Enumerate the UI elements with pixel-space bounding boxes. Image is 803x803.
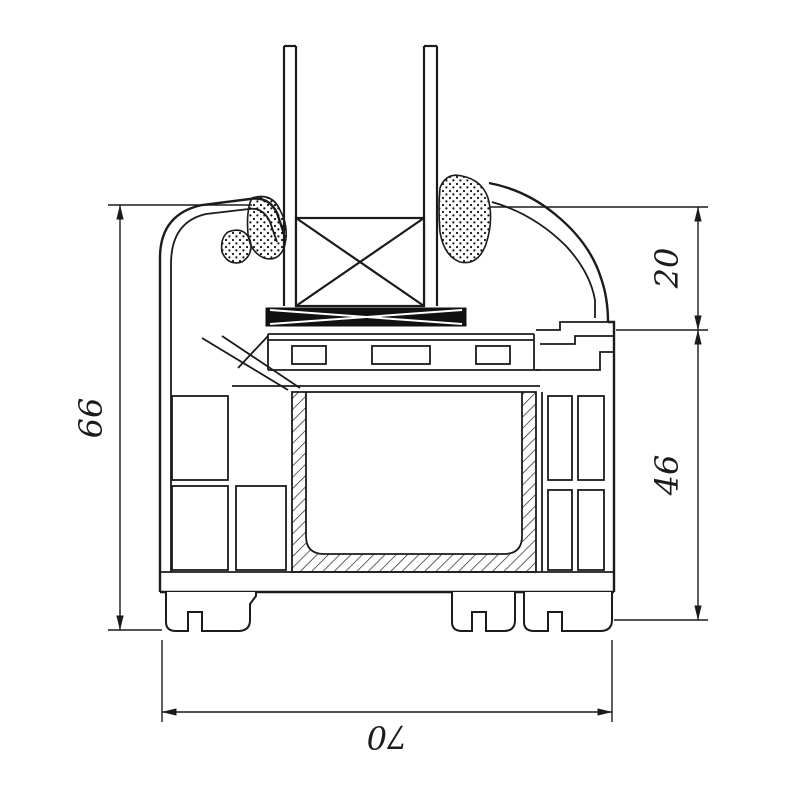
left-inner-gasket [220,229,252,264]
left-gasket [246,195,288,260]
setting-block [265,307,467,327]
glazing-spacer-cross [294,216,426,308]
dimension-bottom-70 [161,640,613,722]
dimension-right-46 [614,329,708,621]
right-foot [523,592,613,632]
glazing-bead [237,333,540,371]
dim-label-46: 46 [648,455,686,497]
reinforcement-chamber [291,391,537,573]
dim-label-66: 66 [72,398,110,439]
mounting-feet [165,592,613,632]
right-gasket [438,174,492,264]
left-foot [165,592,257,632]
gasket-seals [220,174,492,264]
dim-label-20: 20 [648,248,686,290]
dim-label-70: 70 [367,718,408,756]
center-foot [451,592,516,632]
right-chambers [541,392,605,572]
dimension-right-20 [490,206,708,331]
glazing-unit [282,44,439,308]
left-chambers [171,395,287,571]
dimension-left-66 [108,204,252,631]
